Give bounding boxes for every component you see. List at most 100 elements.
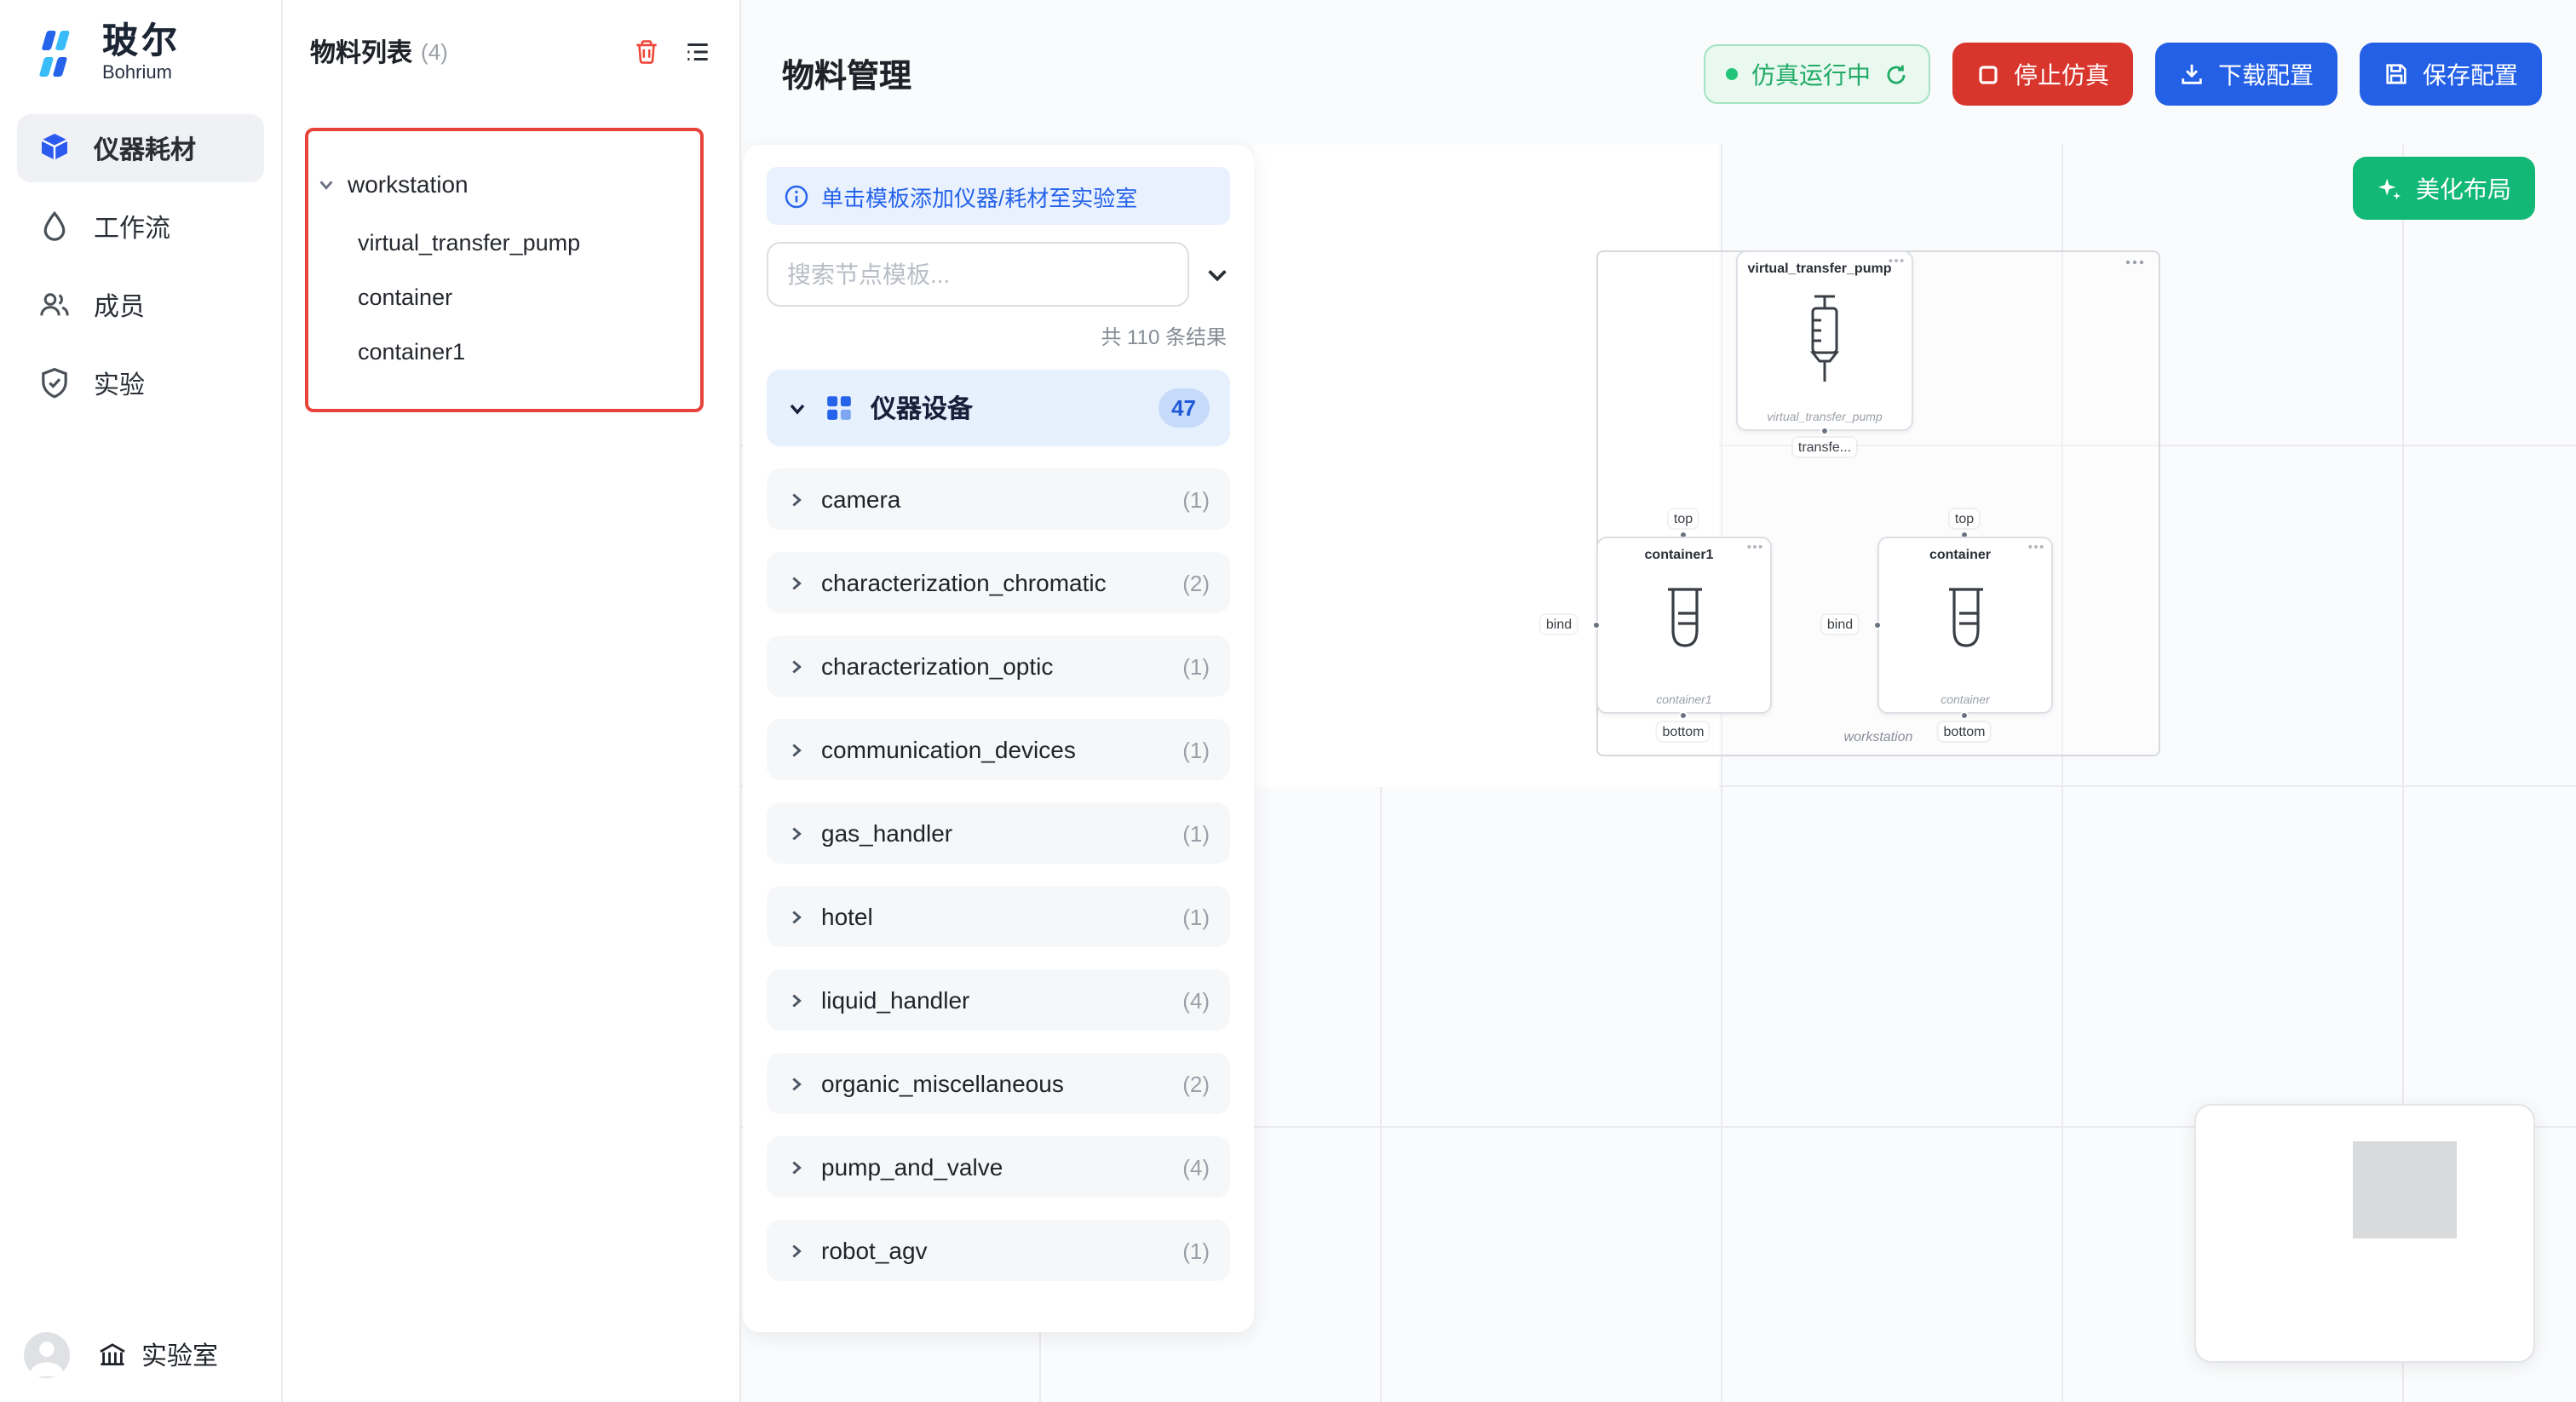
chevron-down-icon bbox=[790, 403, 805, 414]
shield-icon bbox=[37, 366, 72, 400]
brand-logo[interactable]: 玻尔 Bohrium bbox=[0, 0, 281, 114]
template-item-gas-handler[interactable]: gas_handler (1) bbox=[767, 802, 1230, 864]
sidebar-footer: 实验室 bbox=[0, 1312, 281, 1402]
template-item-count: (2) bbox=[1182, 1071, 1210, 1096]
template-item-communication-devices[interactable]: communication_devices (1) bbox=[767, 719, 1230, 780]
beaker-icon bbox=[1652, 583, 1716, 658]
chevron-right-icon bbox=[792, 1244, 802, 1257]
sidebar-item-label: 仪器耗材 bbox=[94, 135, 197, 164]
more-horizontal-icon[interactable] bbox=[1746, 543, 1763, 550]
more-horizontal-icon[interactable] bbox=[1888, 257, 1905, 264]
chevron-right-icon bbox=[792, 743, 802, 756]
top-port-label: top bbox=[1668, 509, 1699, 528]
stop-simulation-button[interactable]: 停止仿真 bbox=[1952, 43, 2133, 106]
category-instruments[interactable]: 仪器设备 47 bbox=[767, 370, 1230, 446]
template-library-panel: 单击模板添加仪器/耗材至实验室 共 110 条结果 仪器设备 47 camera… bbox=[743, 145, 1254, 1332]
template-item-count: (1) bbox=[1182, 737, 1210, 762]
bottom-port-label: bottom bbox=[1938, 722, 1991, 741]
user-avatar[interactable] bbox=[24, 1332, 70, 1378]
port-dot[interactable] bbox=[1960, 711, 1969, 720]
sidebar-item-instruments[interactable]: 仪器耗材 bbox=[17, 114, 264, 182]
chevron-right-icon bbox=[792, 576, 802, 589]
sidebar-item-members[interactable]: 成员 bbox=[17, 271, 264, 339]
materials-title: 物料列表 bbox=[310, 39, 413, 68]
materials-header: 物料列表 (4) bbox=[283, 0, 739, 83]
port-dot[interactable] bbox=[1592, 621, 1601, 629]
template-item-count: (1) bbox=[1182, 904, 1210, 929]
materials-tree: workstation virtual_transfer_pump contai… bbox=[317, 160, 726, 378]
brand-text: 玻尔 Bohrium bbox=[102, 22, 181, 84]
template-search-input[interactable] bbox=[767, 242, 1189, 307]
more-horizontal-icon[interactable] bbox=[2027, 543, 2044, 550]
template-item-hotel[interactable]: hotel (1) bbox=[767, 886, 1230, 947]
template-item-label: organic_miscellaneous bbox=[821, 1070, 1064, 1097]
sidebar-item-label: 工作流 bbox=[94, 214, 171, 243]
beautify-layout-button[interactable]: 美化布局 bbox=[2353, 157, 2535, 220]
template-item-characterization-optic[interactable]: characterization_optic (1) bbox=[767, 635, 1230, 697]
chevron-right-icon bbox=[792, 826, 802, 840]
template-hint-banner: 单击模板添加仪器/耗材至实验室 bbox=[767, 167, 1230, 225]
template-item-characterization-chromatic[interactable]: characterization_chromatic (2) bbox=[767, 552, 1230, 613]
sidebar-item-experiments[interactable]: 实验 bbox=[17, 349, 264, 417]
minimap-viewport[interactable] bbox=[2353, 1141, 2457, 1238]
drop-icon bbox=[37, 210, 72, 244]
bind-port-label: bind bbox=[1821, 615, 1859, 634]
lab-switcher[interactable]: 实验室 bbox=[97, 1337, 218, 1373]
chevron-right-icon bbox=[792, 659, 802, 673]
node-container1[interactable]: container1 container1 bbox=[1596, 537, 1772, 714]
delete-icon[interactable] bbox=[632, 37, 661, 66]
template-item-count: (1) bbox=[1182, 653, 1210, 679]
sparkles-icon bbox=[2378, 178, 2401, 200]
minimap[interactable] bbox=[2194, 1104, 2535, 1363]
sidebar-nav: 仪器耗材 工作流 成员 实验 bbox=[0, 114, 281, 417]
flow-canvas: workstation virtual_transfer_pump bbox=[741, 0, 2576, 1402]
stop-button-label: 停止仿真 bbox=[2014, 60, 2109, 88]
materials-panel: 物料列表 (4) workstation virtual_transfer_pu… bbox=[283, 0, 741, 1402]
template-item-camera[interactable]: camera (1) bbox=[767, 468, 1230, 530]
search-row bbox=[767, 242, 1230, 307]
tree-node-workstation[interactable]: workstation bbox=[317, 160, 726, 208]
template-item-label: characterization_chromatic bbox=[821, 569, 1107, 596]
tree-view-icon[interactable] bbox=[683, 37, 712, 66]
top-port-label: top bbox=[1949, 509, 1980, 528]
save-button-label: 保存配置 bbox=[2423, 60, 2518, 88]
template-item-organic-miscellaneous[interactable]: organic_miscellaneous (2) bbox=[767, 1053, 1230, 1114]
tree-node-virtual-transfer-pump[interactable]: virtual_transfer_pump bbox=[358, 215, 726, 269]
template-item-count: (1) bbox=[1182, 820, 1210, 846]
beautify-label: 美化布局 bbox=[2416, 175, 2511, 202]
refresh-icon[interactable] bbox=[1884, 62, 1908, 86]
template-item-pump-and-valve[interactable]: pump_and_valve (4) bbox=[767, 1136, 1230, 1198]
header-actions: 仿真运行中 停止仿真 下载配置 保存配置 bbox=[1704, 43, 2542, 106]
template-item-liquid-handler[interactable]: liquid_handler (4) bbox=[767, 969, 1230, 1031]
tree-node-container1[interactable]: container1 bbox=[358, 324, 726, 378]
tree-node-label: container bbox=[358, 284, 453, 309]
materials-count: (4) bbox=[421, 39, 448, 65]
template-item-count: (2) bbox=[1182, 570, 1210, 595]
lab-label: 实验室 bbox=[141, 1342, 219, 1371]
sidebar-item-label: 成员 bbox=[94, 292, 146, 321]
port-dot[interactable] bbox=[1820, 427, 1829, 435]
save-config-button[interactable]: 保存配置 bbox=[2360, 43, 2542, 106]
chevron-down-icon[interactable] bbox=[317, 175, 336, 193]
results-count: 共 110 条结果 bbox=[1101, 325, 1227, 349]
collapse-chevron-icon[interactable] bbox=[1205, 261, 1230, 287]
main-area: 物料管理 仿真运行中 停止仿真 下载配置 保存配置 bbox=[741, 0, 2576, 1402]
sidebar-item-workflow[interactable]: 工作流 bbox=[17, 192, 264, 261]
brand-name-cn: 玻尔 bbox=[102, 22, 181, 62]
node-title: virtual_transfer_pump bbox=[1747, 261, 1892, 276]
port-dot[interactable] bbox=[1873, 621, 1882, 629]
template-item-count: (1) bbox=[1182, 486, 1210, 512]
more-horizontal-icon[interactable] bbox=[2125, 259, 2145, 266]
port-dot[interactable] bbox=[1679, 711, 1688, 720]
simulation-status-badge: 仿真运行中 bbox=[1704, 44, 1930, 104]
sidebar: 玻尔 Bohrium 仪器耗材 工作流 成员 bbox=[0, 0, 283, 1402]
node-virtual-transfer-pump[interactable]: virtual_transfer_pump virtual_transfer_p… bbox=[1736, 250, 1913, 431]
node-title: container1 bbox=[1644, 547, 1714, 562]
node-container[interactable]: container container bbox=[1877, 537, 2053, 714]
category-label: 仪器设备 bbox=[871, 395, 974, 424]
template-item-robot-agv[interactable]: robot_agv (1) bbox=[767, 1220, 1230, 1281]
tree-node-container[interactable]: container bbox=[358, 269, 726, 324]
bind-port-label: bind bbox=[1540, 615, 1578, 634]
download-config-button[interactable]: 下载配置 bbox=[2155, 43, 2337, 106]
building-icon bbox=[100, 1342, 125, 1365]
